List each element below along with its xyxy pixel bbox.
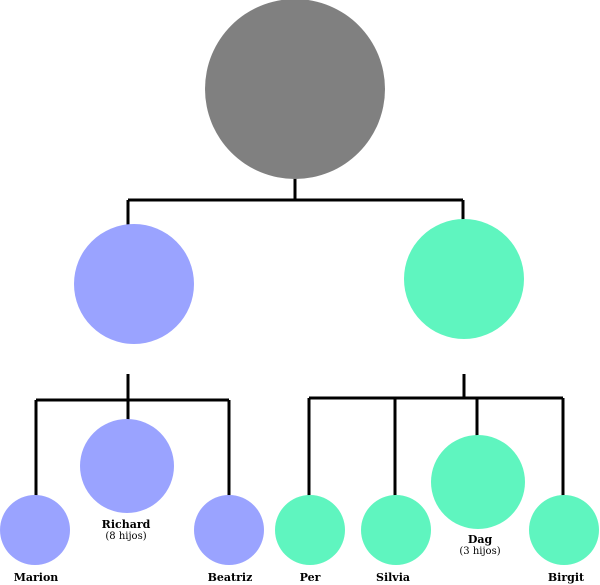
silvia-label: Silvia xyxy=(376,571,410,584)
richard-note: (8 hijos) xyxy=(105,531,146,542)
richard-node xyxy=(80,419,174,513)
beatriz-node xyxy=(194,495,264,565)
silvia-node xyxy=(361,495,431,565)
dag-note: (3 hijos) xyxy=(459,546,500,557)
right-parent-node xyxy=(404,219,524,339)
richard-label: Richard xyxy=(102,518,151,531)
dag-node xyxy=(431,435,525,529)
left-parent-node xyxy=(74,224,194,344)
birgit-node xyxy=(529,495,599,565)
root-node xyxy=(205,0,385,179)
dag-label: Dag xyxy=(468,533,493,546)
per-label: Per xyxy=(300,571,321,584)
per-node xyxy=(275,495,345,565)
marion-label: Marion xyxy=(14,571,59,584)
beatriz-label: Beatriz xyxy=(208,571,253,584)
connectors xyxy=(34,178,565,497)
birgit-label: Birgit xyxy=(548,571,585,584)
marion-node xyxy=(0,495,70,565)
